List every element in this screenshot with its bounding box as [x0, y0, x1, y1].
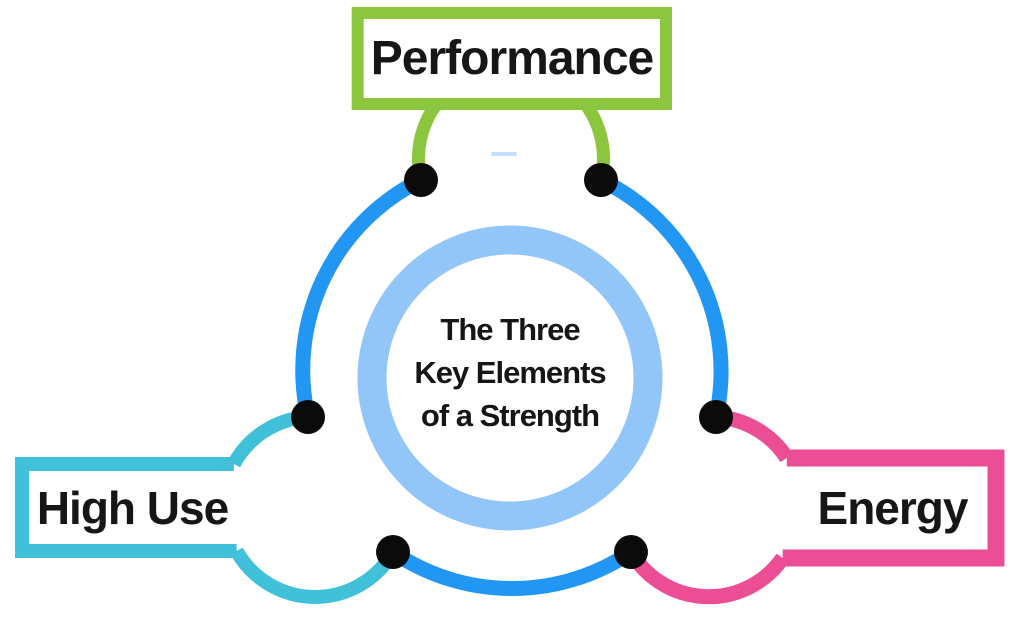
center-title: The Three Key Elements of a Strength	[360, 308, 660, 437]
node-label-energy: Energy	[817, 482, 969, 534]
node-label-high-use: High Use	[36, 482, 229, 534]
high-use-box	[15, 457, 237, 558]
junction-dot	[584, 163, 618, 197]
junction-dot	[404, 163, 438, 197]
center-title-line-3: of a Strength	[420, 398, 600, 433]
center-ring	[357, 225, 663, 531]
performance-box	[351, 7, 672, 110]
junction-dot	[376, 535, 410, 569]
junction-dot	[614, 535, 648, 569]
energy-bump-bottom	[624, 548, 789, 605]
connector-circle	[295, 173, 729, 596]
junction-dots	[291, 163, 733, 569]
artifact-dash	[491, 152, 517, 156]
junction-dot	[699, 400, 733, 434]
node-label-performance: Performance	[370, 31, 654, 85]
center-title-line-2: Key Elements	[414, 355, 606, 390]
connector-arc-bottom	[388, 545, 636, 596]
high-use-bump-bottom	[230, 547, 400, 604]
junction-dot	[291, 400, 325, 434]
center-title-line-1: The Three	[440, 312, 580, 347]
connector-arc-right	[597, 173, 729, 419]
energy-box	[782, 449, 1005, 567]
connector-arc-left	[295, 173, 425, 419]
